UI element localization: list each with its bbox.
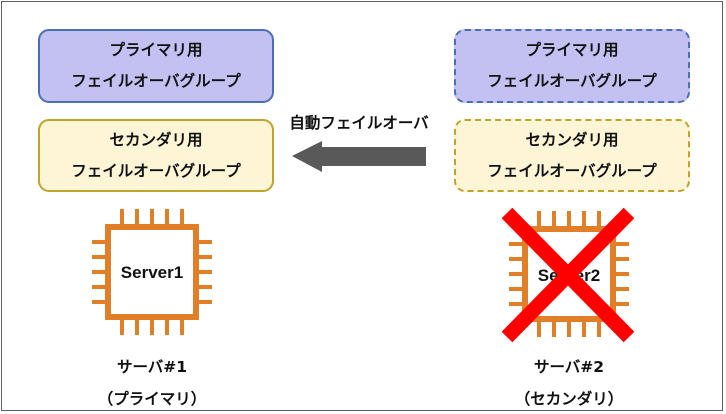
server2-secondary-group-subtitle: フェイルオーバグループ [487,161,657,180]
server2-role: （セカンダリ） [514,390,624,408]
auto-failover-label: 自動フェイルオーバ [289,114,429,132]
server1-primary-failover-group: プライマリ用 フェイルオーバグループ [38,29,274,103]
server2-primary-group-subtitle: フェイルオーバグループ [487,72,657,90]
server1-role: （プライマリ） [97,390,207,408]
server1-secondary-group-title: セカンダリ用 [109,130,203,149]
server2-secondary-group-title: セカンダリ用 [525,130,619,149]
server2-primary-group-title: プライマリ用 [525,41,619,59]
server1-primary-group-subtitle: フェイルオーバグループ [71,72,241,90]
server1-secondary-group-subtitle: フェイルオーバグループ [71,161,241,180]
server2-name: サーバ#2 [533,358,605,376]
server1-name: サーバ#1 [116,358,188,376]
server1-chip-icon: Server1 [92,209,212,335]
server2-primary-failover-group: プライマリ用 フェイルオーバグループ [454,29,690,103]
failure-cross-icon [501,207,635,343]
server2-chip-icon: Server2 [501,207,635,343]
server2-secondary-failover-group: セカンダリ用 フェイルオーバグループ [454,119,690,192]
server1-chip-label: Server1 [121,263,183,282]
server1-primary-group-title: プライマリ用 [109,41,203,59]
server1-secondary-failover-group: セカンダリ用 フェイルオーバグループ [38,119,274,192]
